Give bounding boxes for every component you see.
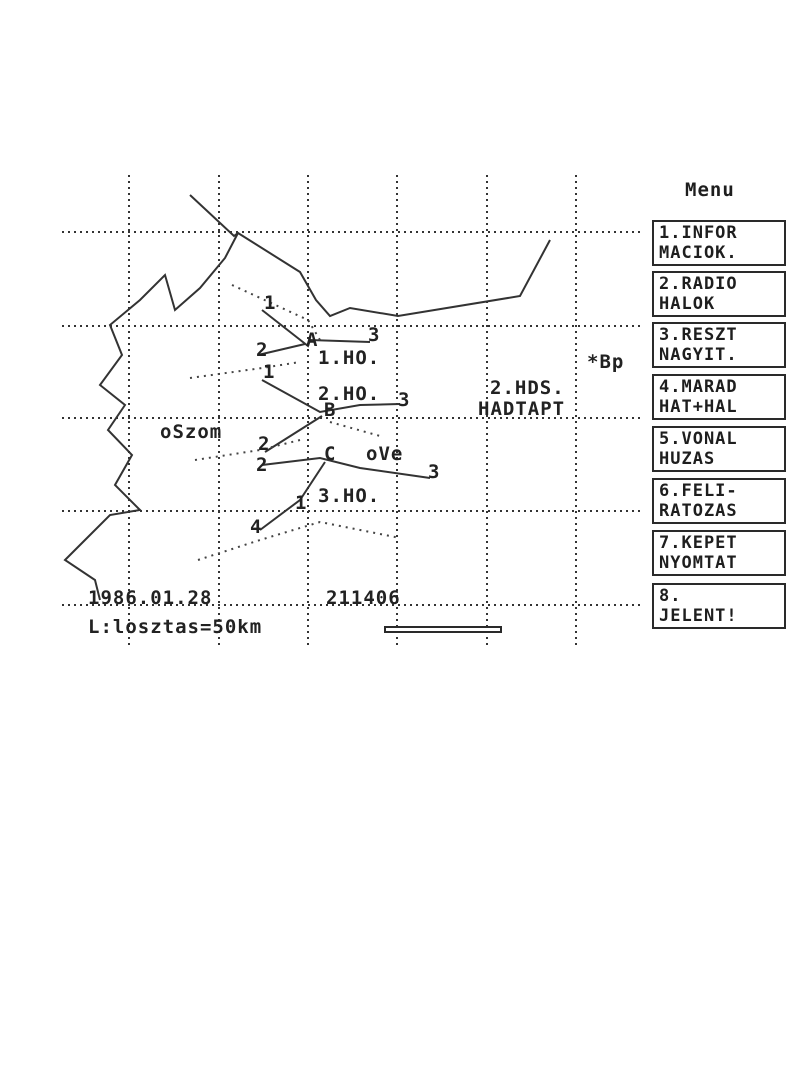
label-num: 1 [295, 492, 308, 514]
line-b [261, 379, 401, 414]
menu-item-marad-hat-hal[interactable]: 4.MARAD HAT+HAL [652, 374, 786, 420]
scale-label: L:losztas=50km [88, 616, 263, 638]
status-time: 211406 [326, 587, 401, 609]
label-num: 2 [256, 339, 269, 361]
line-c [261, 456, 431, 479]
label-num: 3 [368, 324, 381, 346]
status-date: 1986.01.28 [88, 587, 213, 609]
dotted-link [194, 439, 301, 461]
label-num: 3 [428, 461, 441, 483]
dotted-link [189, 361, 301, 379]
line-a2 [257, 343, 306, 356]
border-line [63, 232, 239, 601]
label-szom: oSzom [160, 421, 223, 443]
menu-item-line: NYOMTAT [659, 553, 738, 573]
label-num: 1 [264, 292, 277, 314]
menu-item-vonal-huzas[interactable]: 5.VONAL HUZAS [652, 426, 786, 472]
dotted-link [329, 421, 381, 437]
label-ho3: 3.HO. [318, 485, 381, 507]
label-node-c: C [324, 443, 337, 465]
menu-item-line: 6.FELI- [659, 481, 738, 501]
menu-item-jelent[interactable]: 8. JELENT! [652, 583, 786, 629]
menu-item-line: 2.RADIO [659, 274, 738, 294]
menu-item-line: 5.VONAL [659, 429, 738, 449]
scale-bar [384, 626, 502, 633]
menu-item-line: HALOK [659, 294, 716, 314]
line-b2 [264, 415, 323, 453]
label-hds-line2: HADTAPT [478, 398, 566, 420]
menu-item-line: 8. [659, 586, 682, 606]
label-node-b: B [324, 399, 337, 421]
menu-item-line: 1.INFOR [659, 223, 738, 243]
menu-item-line: JELENT! [659, 606, 738, 626]
menu-item-line: HAT+HAL [659, 397, 738, 417]
dotted-link [231, 284, 321, 341]
menu-item-reszt-nagyit[interactable]: 3.RESZT NAGYIT. [652, 322, 786, 368]
menu-item-radio-halok[interactable]: 2.RADIO HALOK [652, 271, 786, 317]
dotted-links [189, 284, 401, 561]
grid [62, 175, 640, 648]
menu-item-kepet-nyomtat[interactable]: 7.KEPET NYOMTAT [652, 530, 786, 576]
menu-item-line: RATOZAS [659, 501, 738, 521]
menu-item-feliratozas[interactable]: 6.FELI- RATOZAS [652, 478, 786, 524]
label-ve: oVe [366, 443, 404, 465]
menu-item-line: MACIOK. [659, 243, 738, 263]
label-budapest: *Bp [587, 351, 625, 373]
label-node-a: A [306, 329, 319, 351]
label-num: 3 [398, 389, 411, 411]
menu-item-line: HUZAS [659, 449, 716, 469]
label-hds-line1: 2.HDS. [490, 377, 565, 399]
border-line [189, 194, 551, 318]
label-ho1: 1.HO. [318, 347, 381, 369]
menu-item-line: 7.KEPET [659, 533, 738, 553]
label-ho2: 2.HO. [318, 383, 381, 405]
menu-item-line: NAGYIT. [659, 345, 738, 365]
unit-lines [257, 309, 431, 531]
label-num: 1 [263, 361, 276, 383]
menu-item-informaciok[interactable]: 1.INFOR MACIOK. [652, 220, 786, 266]
line-a [261, 309, 371, 348]
menu-item-line: 3.RESZT [659, 325, 738, 345]
label-num: 2 [256, 454, 269, 476]
menu-item-line: 4.MARAD [659, 377, 738, 397]
menu-title: Menu [685, 179, 735, 201]
dotted-link [197, 520, 401, 561]
label-num: 2 [258, 433, 271, 455]
label-num: 4 [250, 516, 263, 538]
line-c2 [259, 461, 326, 531]
map-canvas [62, 175, 640, 648]
